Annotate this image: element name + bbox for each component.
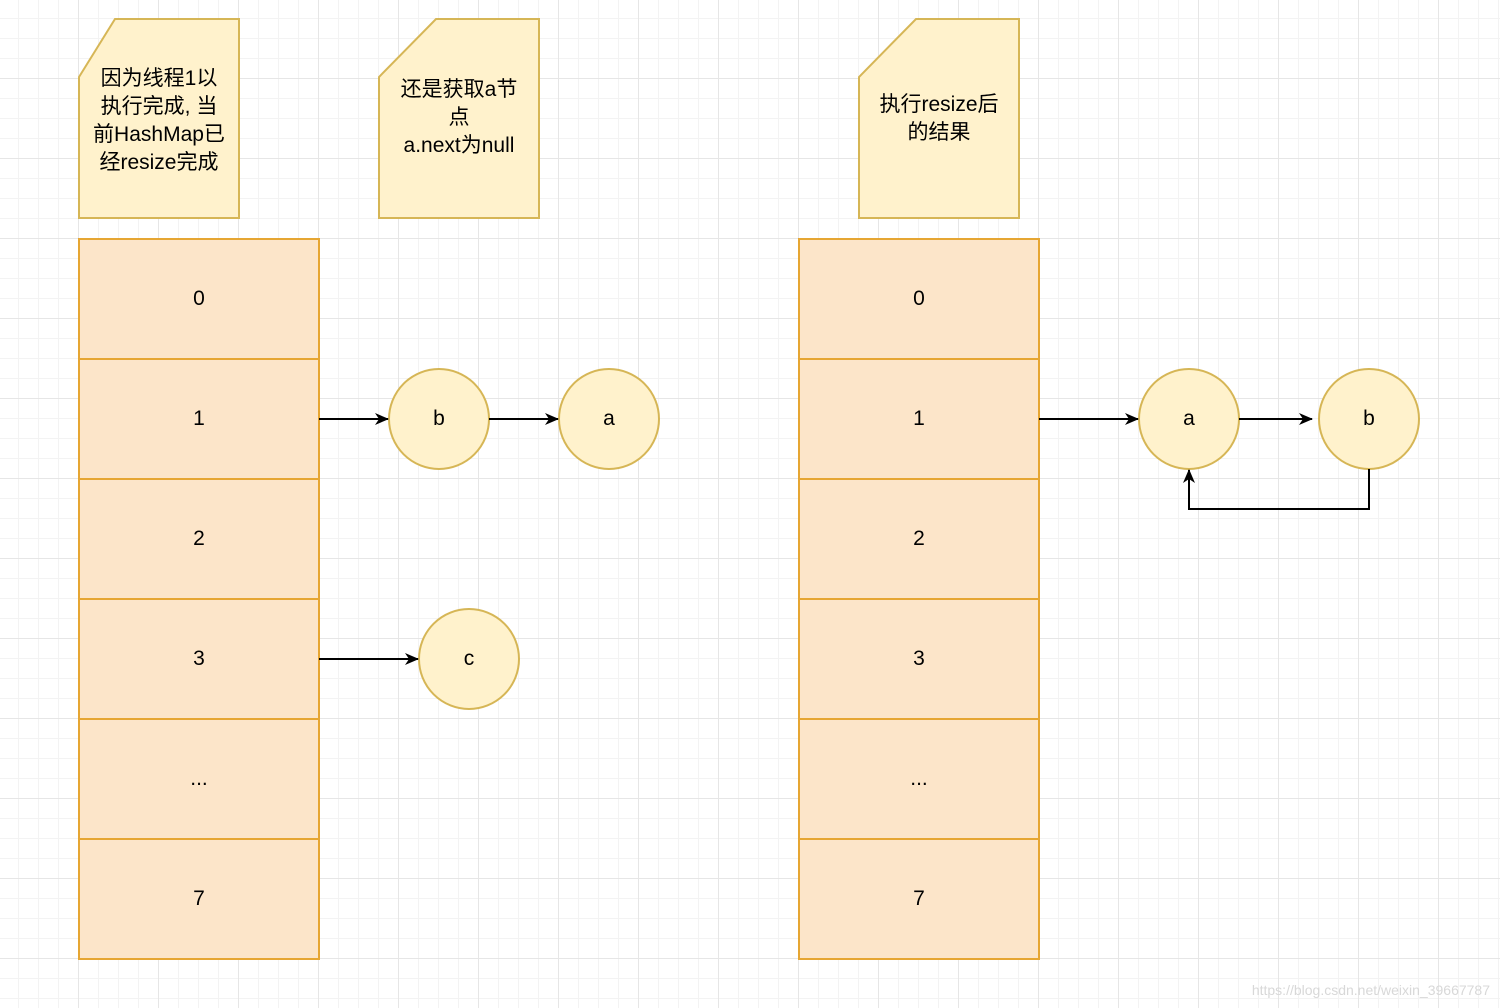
left-node-a: a	[603, 407, 615, 430]
note-shape-3	[858, 18, 1020, 219]
note-shape-1	[78, 18, 240, 219]
arrow-right-b-to-a-loop	[1183, 469, 1370, 510]
left-bucket-1: 1	[193, 407, 205, 430]
left-node-c: c	[463, 647, 475, 670]
left-bucket-7: 7	[193, 887, 205, 910]
note-shape-2	[378, 18, 540, 219]
right-bucket-3: 3	[913, 647, 925, 670]
note-thread1-finished-text: 因为线程1以 执行完成, 当 前HashMap已 经resize完成	[93, 67, 225, 174]
note-resize-result-text: 执行resize后 的结果	[879, 93, 999, 144]
note-thread1-finished: 因为线程1以 执行完成, 当 前HashMap已 经resize完成	[79, 19, 239, 219]
left-bucket-2: 2	[193, 527, 205, 550]
note-resize-result: 执行resize后 的结果	[859, 19, 1019, 219]
left-node-c-shape	[418, 608, 520, 710]
left-array-shapes	[78, 238, 320, 960]
right-node-a: a	[1183, 407, 1195, 430]
right-bucket-ellipsis: ...	[910, 767, 928, 790]
right-array-shapes	[798, 238, 1040, 960]
left-bucket-ellipsis: ...	[190, 767, 208, 790]
watermark: https://blog.csdn.net/weixin_39667787	[1251, 982, 1490, 998]
left-bucket-0: 0	[193, 287, 205, 310]
note-get-node-a-text: 还是获取a节 点 a.next为null	[400, 78, 518, 157]
right-bucket-1: 1	[913, 407, 925, 430]
right-bucket-0: 0	[913, 287, 925, 310]
right-bucket-2: 2	[913, 527, 925, 550]
left-bucket-array: 0 1 2 3 ... 7	[79, 239, 319, 959]
right-node-b: b	[1363, 407, 1375, 430]
left-bucket-3: 3	[193, 647, 205, 670]
right-bucket-array: 0 1 2 3 ... 7	[799, 239, 1039, 959]
left-node-a-shape	[558, 368, 660, 470]
left-node-b: b	[433, 407, 445, 430]
right-bucket-7: 7	[913, 887, 925, 910]
note-get-node-a: 还是获取a节 点 a.next为null	[379, 19, 539, 219]
